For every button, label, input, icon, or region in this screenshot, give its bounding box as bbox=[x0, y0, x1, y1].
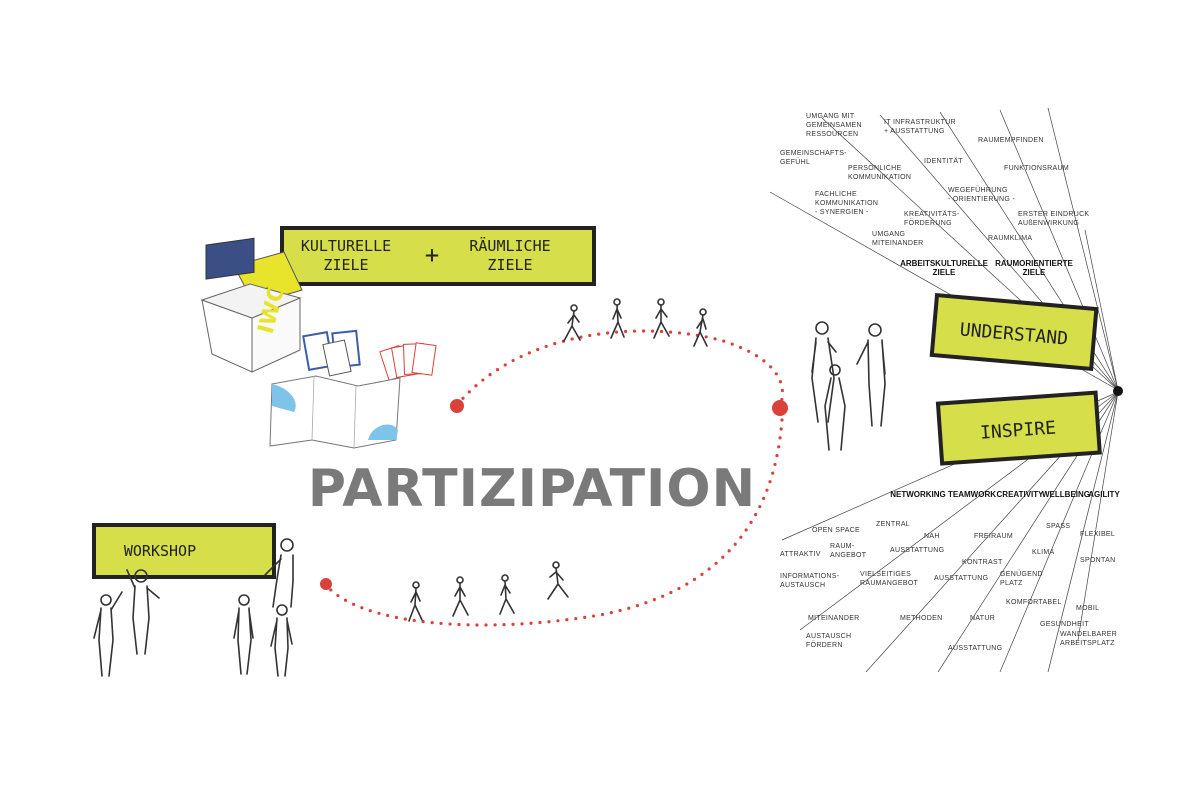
inspire-label-i5: NAH bbox=[924, 533, 940, 540]
understand-label-u6: IDENTITÄT bbox=[924, 157, 963, 165]
inspire-label-i3: SPASS bbox=[1046, 523, 1070, 530]
ellipse-mid-dot bbox=[772, 400, 788, 416]
workshop-sign-label: WORKSHOP bbox=[124, 542, 196, 560]
workshop-sign: WORKSHOP bbox=[92, 523, 276, 579]
inspire-label-i8: RAUM-ANGEBOT bbox=[830, 543, 867, 559]
inspire-label-i7: ATTRAKTIV bbox=[780, 551, 821, 558]
inspire-header-agility: AGILITY bbox=[1088, 490, 1120, 499]
inspire-sign: INSPIRE bbox=[935, 390, 1102, 466]
inspire-label-i13: INFORMATIONS-AUSTAUSCH bbox=[780, 573, 840, 589]
inspire-label-i4: FLEXIBEL bbox=[1080, 531, 1115, 538]
inspire-label-i18: MOBIL bbox=[1076, 605, 1099, 612]
inspire-label-i10: KLIMA bbox=[1032, 549, 1055, 556]
dotted-ellipse-bottom bbox=[324, 418, 784, 627]
inspire-label-i25: AUSSTATTUNG bbox=[948, 645, 1002, 652]
inspire-label-i2: ZENTRAL bbox=[876, 521, 910, 528]
dotted-ellipse-top bbox=[455, 329, 785, 408]
inspire-header-teamwork: TEAMWORK bbox=[948, 490, 996, 499]
inspire-label-i1: OPEN SPACE bbox=[812, 527, 860, 534]
standing-people-right bbox=[811, 321, 886, 451]
understand-label-u10: KREATIVITÄTS-FÖRDERUNG bbox=[904, 210, 960, 227]
understand-label-u9: WEGEFÜHRUNG- ORIENTIERUNG - bbox=[948, 186, 1015, 203]
inspire-header-creativity: CREATIVITY bbox=[997, 490, 1045, 499]
inspire-label-i20: METHODEN bbox=[900, 615, 942, 622]
understand-label-u13: RAUMKLIMA bbox=[988, 235, 1032, 242]
inspire-label-i15: AUSSTATTUNG bbox=[934, 575, 988, 582]
walking-figures-top bbox=[563, 298, 708, 347]
inspire-label-i12: KONTRAST bbox=[962, 559, 1003, 566]
fan-origin-dot bbox=[1113, 386, 1123, 396]
workshop-people bbox=[93, 538, 294, 677]
understand-label-u3: RAUMEMPFINDEN bbox=[978, 137, 1044, 144]
inspire-label-i17: KOMFORTABEL bbox=[1006, 599, 1062, 606]
inspire-label-i19: MITEINANDER bbox=[808, 615, 860, 622]
ellipse-end-dot bbox=[320, 578, 332, 590]
inspire-label-i21: NATUR bbox=[970, 615, 995, 622]
main-title: PARTIZIPATION bbox=[308, 459, 756, 519]
walking-figures-bottom bbox=[408, 561, 569, 622]
goals-sign-plus: + bbox=[425, 241, 439, 269]
understand-label-u7: FUNKTIONSRAUM bbox=[1004, 165, 1069, 172]
understand-label-u4: GEMEINSCHAFTS-GEFÜHL bbox=[780, 150, 847, 166]
inspire-label-i6: FREIRAUM bbox=[974, 533, 1013, 540]
ellipse-start-dot bbox=[450, 399, 464, 413]
inspire-label-i9: AUSSTATTUNG bbox=[890, 547, 944, 554]
inspire-header-networking: NETWORKING bbox=[890, 490, 946, 499]
inspire-label-i11: SPONTAN bbox=[1080, 557, 1115, 564]
inspire-label-i22: GESUNDHEIT bbox=[1040, 621, 1089, 628]
toolkit-box-illustration: IWC bbox=[200, 237, 437, 449]
inspire-header-wellbeing: WELLBEING bbox=[1042, 490, 1090, 499]
understand-sign: UNDERSTAND bbox=[929, 292, 1099, 372]
understand-label-u2: IT INFRASTRUKTUR+ AUSSTATTUNG bbox=[884, 119, 956, 135]
